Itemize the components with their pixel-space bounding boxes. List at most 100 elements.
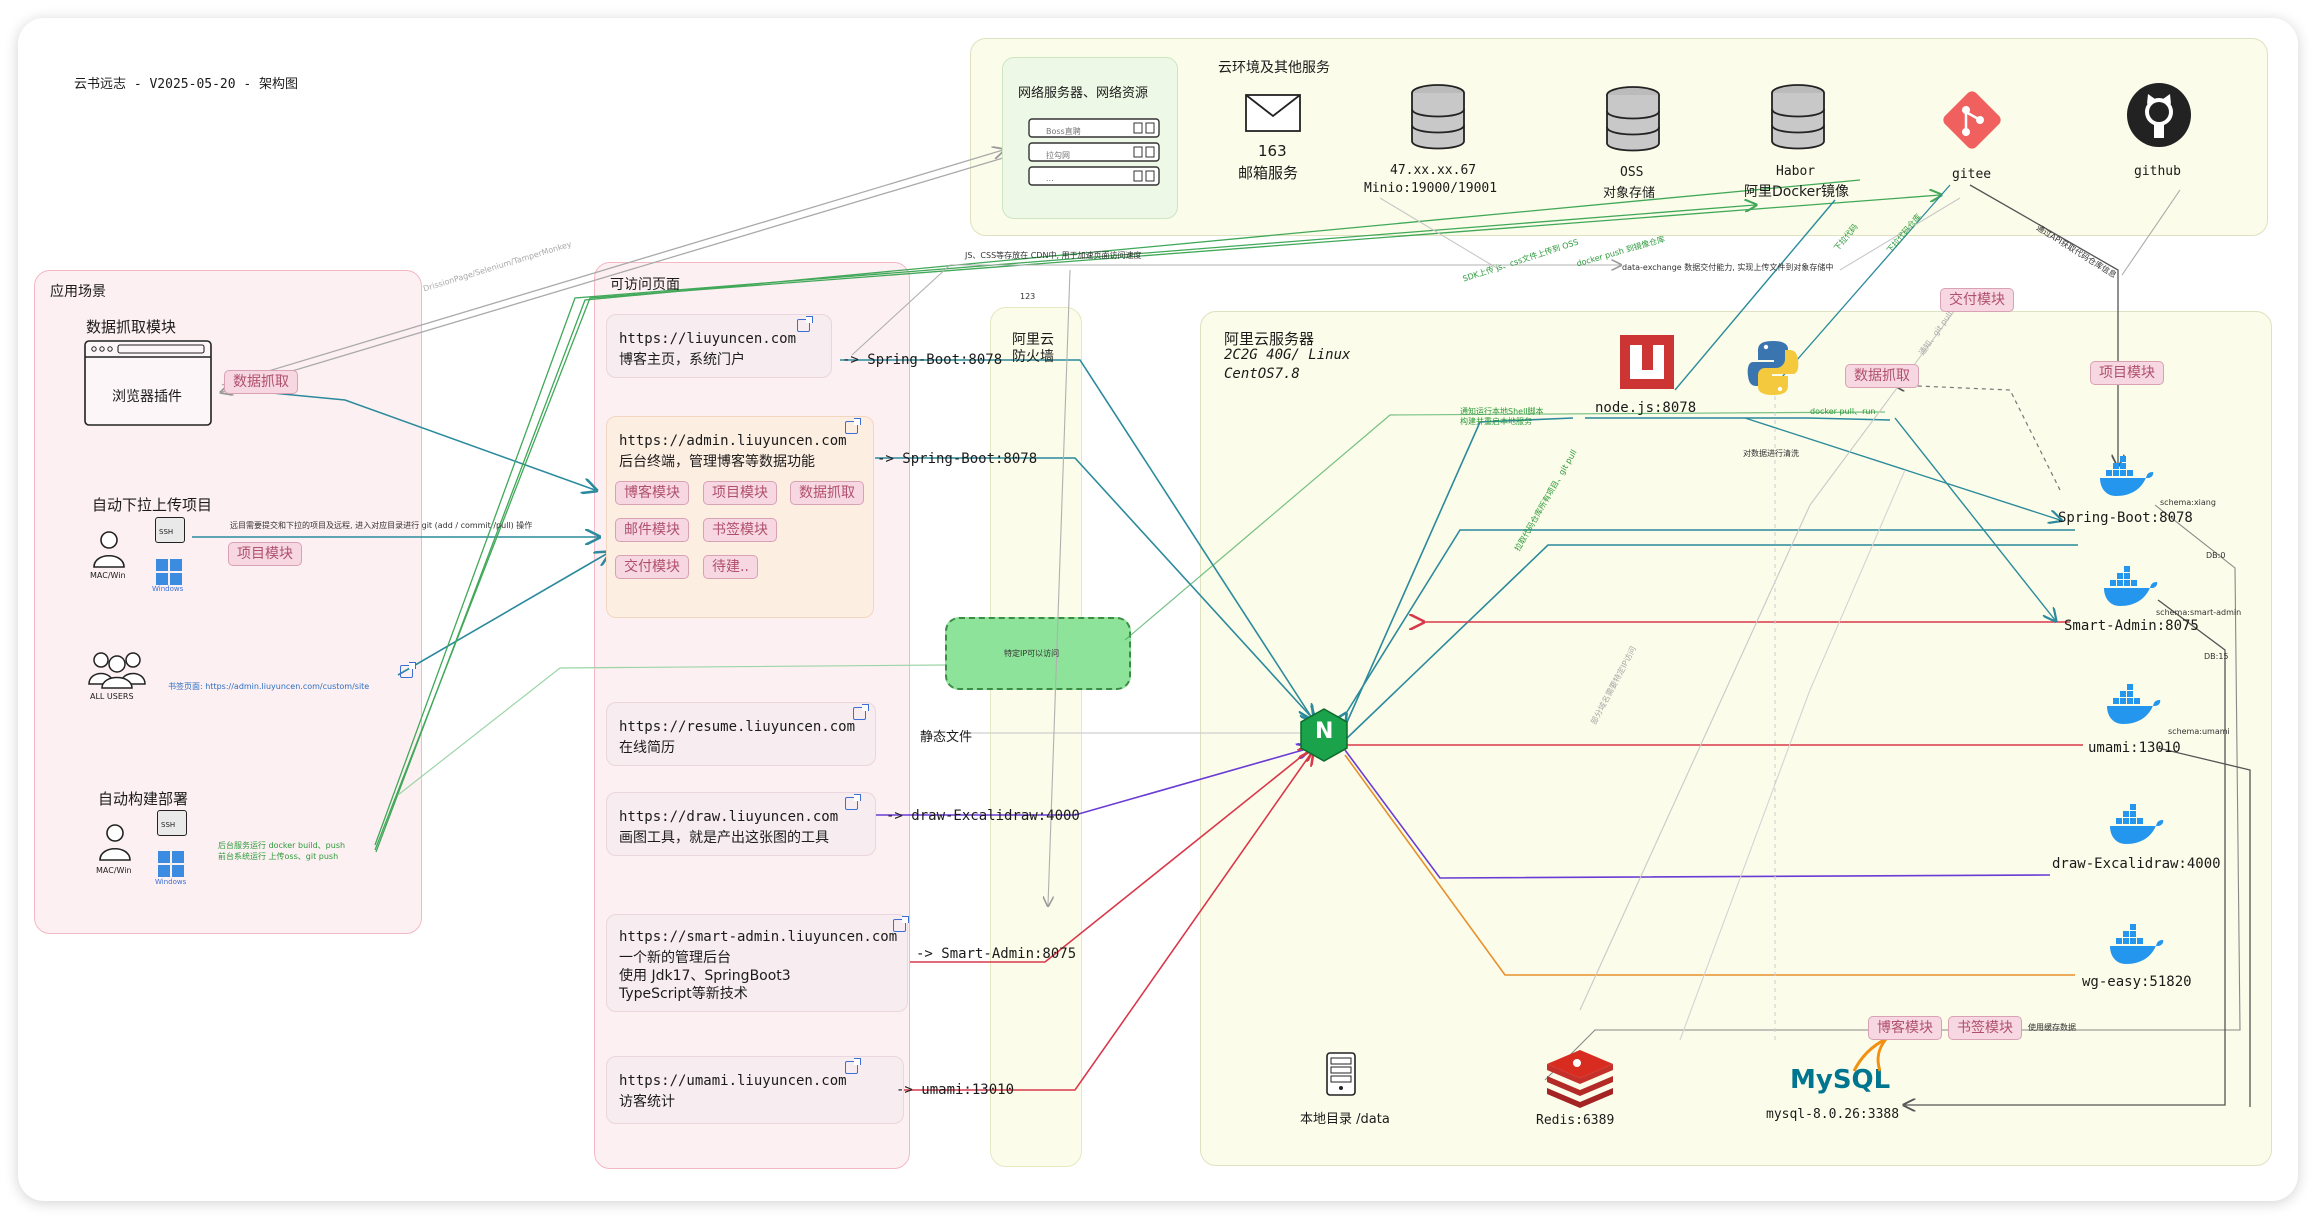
page-desc: 访客统计	[619, 1094, 675, 1110]
admin-tag: 待建..	[703, 555, 758, 579]
network-resource-box	[1002, 57, 1178, 219]
shell-notify-note: 通知运行本地Shell脚本	[1460, 407, 1544, 416]
mac-win-label: MAC/Win	[90, 571, 126, 580]
external-link-icon[interactable]	[845, 1058, 861, 1074]
page-card-home[interactable]: https://liuyuncen.com 博客主页，系统门户	[606, 314, 832, 378]
mail-service-label: 邮箱服务	[1238, 164, 1299, 182]
aliyun-spec-1: 2C2G 40G/ Linux	[1224, 347, 1351, 363]
cdn-note: JS、CSS等存放在 CDN中, 用于加速页面访问速度	[965, 251, 1142, 260]
service-draw: draw-Excalidraw:4000	[2052, 856, 2221, 872]
page-url[interactable]: https://draw.liuyuncen.com	[619, 809, 839, 825]
github-label: github	[2134, 164, 2181, 179]
deploy-note-frontend: 前台系统运行 上传oss、git push	[218, 852, 339, 861]
network-resource-title: 网络服务器、网络资源	[1018, 86, 1149, 101]
minio-ip: 47.xx.xx.67	[1390, 163, 1477, 178]
oss-label: OSS	[1620, 165, 1644, 180]
net-row-label: Boss直聘	[1046, 127, 1081, 136]
page-url[interactable]: https://admin.liuyuncen.com	[619, 433, 847, 449]
data-exchange-note: data-exchange 数据交付能力, 实现上传文件到对象存储中	[1622, 263, 1834, 272]
db0-label: DB:0	[2206, 551, 2226, 560]
number-note: 123	[1020, 292, 1036, 301]
page-url[interactable]: https://liuyuncen.com	[619, 331, 797, 347]
page-desc: 后台终端，管理博客等数据功能	[619, 454, 815, 470]
whitelist-note: 特定IP可以访问	[1004, 649, 1060, 658]
page-card-smart-admin[interactable]: https://smart-admin.liuyuncen.com 一个新的管理…	[606, 914, 909, 1012]
terminal-icon	[157, 810, 187, 836]
external-link-icon[interactable]	[797, 316, 813, 332]
oss-sub-label: 对象存储	[1603, 186, 1656, 201]
crawl-module-title: 数据抓取模块	[86, 318, 177, 336]
windows-icon	[158, 851, 184, 877]
external-link-icon[interactable]	[893, 916, 909, 932]
service-smart-admin: Smart-Admin:8075	[2064, 618, 2199, 634]
service-spring-boot: Spring-Boot:8078	[2058, 510, 2193, 526]
external-link-icon[interactable]	[400, 662, 416, 678]
browser-plugin-label: 浏览器插件	[112, 389, 182, 405]
bookmark-page-link[interactable]: 书签页面: https://admin.liuyuncen.com/custom…	[168, 682, 370, 691]
deliver-tag: 交付模块	[1940, 288, 2014, 312]
page-card-draw[interactable]: https://draw.liuyuncen.com 画图工具，就是产出这张图的…	[606, 792, 876, 856]
route-umami: -> umami:13010	[896, 1082, 1015, 1098]
net-row-label: 拉勾网	[1046, 151, 1070, 160]
db15-label: DB:15	[2204, 652, 2229, 661]
pages-panel-title: 可访问页面	[610, 277, 680, 293]
cache-note: 使用缓存数据	[2028, 1023, 2076, 1032]
all-users-label: ALL USERS	[90, 692, 134, 701]
local-dir-label: 本地目录 /data	[1300, 1112, 1390, 1127]
admin-tag: 邮件模块	[615, 518, 689, 542]
nginx-icon	[1300, 708, 1348, 762]
redis-icon	[1547, 1050, 1613, 1108]
deploy-note-backend: 后台服务运行 docker build、push	[218, 841, 346, 850]
aliyun-title: 阿里云服务器	[1224, 330, 1315, 348]
project-tag: 项目模块	[228, 542, 302, 566]
page-card-umami[interactable]: https://umami.liuyuncen.com 访客统计	[606, 1056, 904, 1124]
page-card-resume[interactable]: https://resume.liuyuncen.com 在线简历	[606, 702, 876, 766]
page-url[interactable]: https://smart-admin.liuyuncen.com	[619, 929, 898, 945]
npm-logo-icon	[1620, 335, 1674, 389]
users-group-icon	[88, 652, 146, 689]
page-card-admin[interactable]: https://admin.liuyuncen.com 后台终端，管理博客等数据…	[606, 416, 874, 618]
schema-label: schema:xiang	[2160, 498, 2216, 507]
docker-icon	[2110, 804, 2164, 844]
external-link-icon[interactable]	[845, 794, 861, 810]
admin-tag: 书签模块	[703, 518, 777, 542]
minio-port: Minio:19000/19001	[1364, 181, 1498, 196]
gitee-icon	[1943, 91, 2001, 149]
page-url[interactable]: https://umami.liuyuncen.com	[619, 1073, 847, 1089]
external-link-icon[interactable]	[845, 418, 861, 434]
admin-tag: 项目模块	[703, 481, 777, 505]
crawl-tag-server: 数据抓取	[1845, 364, 1919, 388]
terminal-icon	[155, 517, 185, 543]
mail-icon	[1245, 94, 1301, 132]
page-url[interactable]: https://resume.liuyuncen.com	[619, 719, 856, 735]
diagram-title: 云书远志 - V2025-05-20 - 架构图	[74, 77, 299, 92]
admin-tag: 博客模块	[615, 481, 689, 505]
project-tag-server: 项目模块	[2090, 361, 2164, 385]
deploy-windows-label: Windows	[155, 878, 187, 886]
python-icon	[1747, 341, 1799, 395]
habor-sub-label: 阿里Docker镜像	[1744, 184, 1850, 200]
service-wg-easy: wg-easy:51820	[2082, 974, 2192, 990]
route-resume: 静态文件	[920, 730, 973, 745]
database-icon	[1411, 84, 1465, 150]
browser-window-icon	[84, 340, 212, 426]
page-desc: 画图工具，就是产出这张图的工具	[619, 830, 829, 846]
external-link-icon[interactable]	[853, 704, 869, 720]
schema-label: schema:smart-admin	[2156, 608, 2242, 617]
route-smart-admin: -> Smart-Admin:8075	[916, 946, 1077, 962]
local-disk-icon	[1326, 1052, 1356, 1096]
gitee-label: gitee	[1952, 167, 1992, 182]
redis-label: Redis:6389	[1536, 1113, 1615, 1128]
database-icon	[1606, 86, 1660, 152]
firewall-title-2: 防火墙	[1012, 349, 1054, 365]
habor-label: Habor	[1776, 164, 1816, 179]
mysql-logo: MySQL	[1790, 1065, 1891, 1095]
aliyun-spec-2: CentOS7.8	[1224, 366, 1300, 382]
user-icon	[99, 824, 131, 861]
page-desc: 使用 Jdk17、SpringBoot3	[619, 968, 791, 984]
nginx-letter: N	[1315, 719, 1334, 744]
docker-pull-note: docker pull、run	[1810, 407, 1876, 416]
user-icon	[93, 531, 125, 568]
mail-number: 163	[1258, 142, 1287, 160]
bookmark-tag: 书签模块	[1948, 1016, 2022, 1040]
